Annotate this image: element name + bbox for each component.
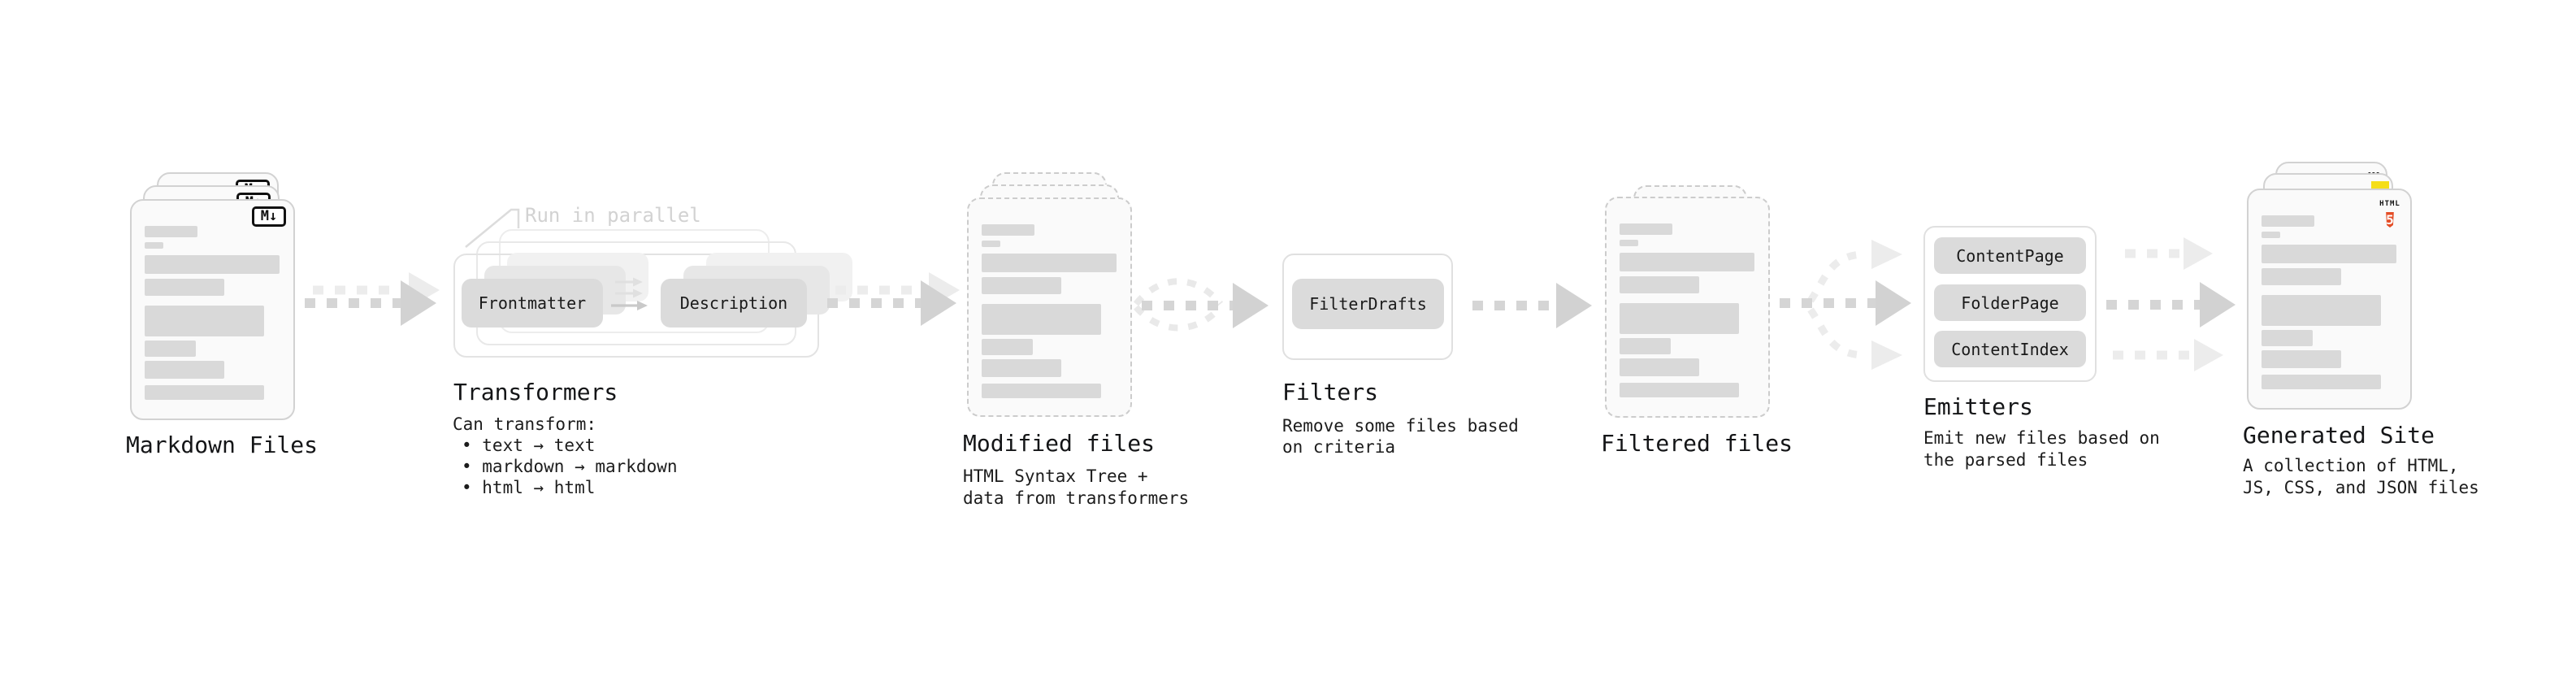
- markdown-files-stack: M↓ M↓ M↓: [130, 162, 341, 430]
- arrow-filtered-to-emitters: [1780, 240, 1911, 370]
- emitters-label: Emitters: [1923, 393, 2033, 420]
- filters-description: Remove some files based on criteria: [1282, 416, 1519, 457]
- placeholder-bar: [1620, 223, 1672, 235]
- transformers-description-title: Can transform:: [453, 414, 597, 434]
- modified-files-stack: [967, 172, 1138, 424]
- modified-file-card: [967, 197, 1132, 417]
- html-file-card: HTML 5: [2247, 189, 2412, 410]
- filterdrafts-pill: FilterDrafts: [1292, 279, 1444, 329]
- placeholder-bar: [2262, 268, 2341, 285]
- modified-files-description: HTML Syntax Tree + data from transformer…: [963, 466, 1190, 508]
- filtered-file-card: [1605, 197, 1770, 418]
- placeholder-bar: [2262, 245, 2396, 263]
- filtered-files-label: Filtered files: [1601, 430, 1793, 457]
- modified-files-label: Modified files: [963, 430, 1156, 457]
- contentpage-pill: ContentPage: [1934, 237, 2086, 274]
- generated-site-stack: CSS HTML 5: [2247, 162, 2418, 414]
- arrow-emitters-to-generated: [2106, 237, 2236, 371]
- placeholder-bar: [145, 279, 224, 296]
- js-file-icon: [2371, 181, 2389, 190]
- markdown-files-label: Markdown Files: [126, 432, 319, 458]
- generated-site-label: Generated Site: [2243, 422, 2435, 449]
- contentindex-pill: ContentIndex: [1934, 331, 2086, 367]
- placeholder-bar: [145, 340, 196, 357]
- placeholder-bar: [145, 242, 163, 249]
- placeholder-bar: [1620, 338, 1671, 354]
- frontmatter-pill: Frontmatter: [462, 279, 603, 327]
- arrow-modified-to-filters: [1133, 278, 1268, 332]
- placeholder-bar: [2262, 375, 2381, 389]
- transformers-bullet-list: • text → text • markdown → markdown • ht…: [462, 436, 678, 497]
- placeholder-bar: [1620, 303, 1739, 334]
- arrow-filters-to-filtered: [1472, 283, 1592, 328]
- placeholder-bar: [145, 255, 280, 274]
- description-pill: Description: [661, 279, 807, 327]
- filters-label: Filters: [1282, 379, 1379, 406]
- emitters-description: Emit new files based on the parsed files: [1923, 428, 2160, 470]
- folderpage-pill: FolderPage: [1934, 284, 2086, 321]
- filtered-files-stack: [1605, 185, 1776, 429]
- placeholder-bar: [982, 339, 1033, 355]
- placeholder-bar: [2262, 232, 2280, 238]
- placeholder-bar: [2262, 330, 2313, 346]
- placeholder-bar: [1620, 253, 1754, 271]
- markdown-icon: M↓: [252, 206, 286, 227]
- placeholder-bar: [1620, 383, 1739, 397]
- placeholder-bar: [982, 224, 1034, 236]
- placeholder-bar: [2262, 350, 2341, 368]
- transformers-label: Transformers: [453, 379, 618, 406]
- placeholder-bar: [982, 304, 1101, 335]
- placeholder-bar: [2262, 215, 2314, 227]
- placeholder-bar: [982, 359, 1061, 377]
- placeholder-bar: [1620, 240, 1638, 246]
- placeholder-bar: [982, 241, 1000, 247]
- html5-icon: HTML 5: [2379, 200, 2400, 228]
- placeholder-bar: [982, 277, 1061, 294]
- markdown-file-card: M↓: [130, 199, 295, 420]
- generated-site-description: A collection of HTML, JS, CSS, and JSON …: [2243, 456, 2479, 497]
- placeholder-bar: [982, 254, 1117, 272]
- placeholder-bar: [982, 384, 1101, 398]
- placeholder-bar: [1620, 358, 1699, 376]
- placeholder-bar: [145, 226, 197, 237]
- run-in-parallel-note: Run in parallel: [525, 204, 701, 227]
- placeholder-bar: [1620, 276, 1699, 293]
- placeholder-bar: [145, 361, 224, 379]
- placeholder-bar: [2262, 295, 2381, 326]
- placeholder-bar: [145, 385, 264, 400]
- placeholder-bar: [145, 306, 264, 336]
